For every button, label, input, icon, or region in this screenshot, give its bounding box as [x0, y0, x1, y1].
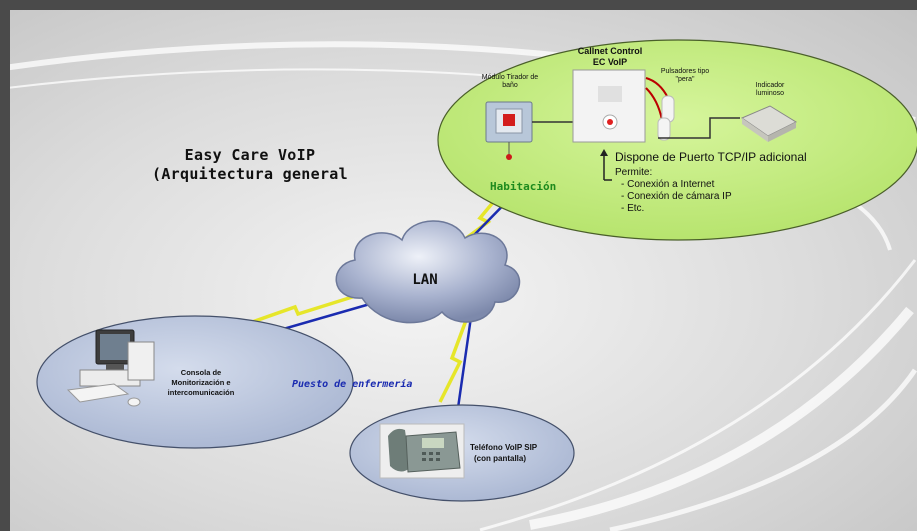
permits-label: Permite:	[615, 167, 653, 178]
diagram-graphics	[10, 39, 917, 531]
wireless-link-phone	[438, 314, 470, 403]
cable-link-phone	[456, 309, 474, 409]
permits-item: - Conexión a Internet	[621, 179, 715, 190]
wireless-link-console	[234, 291, 366, 330]
room-label: Habitación	[490, 180, 557, 193]
pull-module-label-line1: Módulo Tirador de	[481, 74, 539, 81]
title-block: Easy Care VoIP (Arquitectura general	[150, 146, 350, 184]
diagram-slide: Easy Care VoIP (Arquitectura general Cal…	[10, 10, 917, 531]
phone-link	[438, 309, 474, 409]
bathroom-pull-module-icon	[485, 101, 533, 160]
lan-cloud	[335, 220, 521, 324]
indicator-label-line2: luminoso	[755, 90, 784, 97]
pushbuttons-label-line2: "pera"	[675, 76, 695, 83]
phone-label-line2: (con pantalla)	[474, 454, 527, 463]
permits-item: - Conexión de cámara IP	[621, 191, 732, 202]
light-indicator-icon	[740, 105, 798, 142]
tcp-ip-port-text: Dispone de Puerto TCP/IP adicional	[615, 150, 807, 164]
console-label-line1: Consola de	[180, 368, 222, 377]
room-ellipse	[437, 39, 917, 241]
diagram-title-line1: Easy Care VoIP	[184, 146, 316, 164]
indicator-label: Indicador luminoso	[740, 82, 800, 98]
pull-module-label: Módulo Tirador de baño	[472, 74, 548, 90]
callnet-title-line2: EC VoIP	[592, 57, 628, 67]
console-label: Consola de Monitorización e intercomunic…	[146, 368, 256, 398]
permits-block: Permite: - Conexión a Internet - Conexió…	[615, 167, 815, 215]
permits-item: - Etc.	[621, 203, 645, 214]
nurse-station-label: Puesto de enfermería	[292, 379, 413, 390]
lan-label: LAN	[412, 272, 438, 288]
callnet-control-device-icon	[572, 69, 646, 143]
diagram-title-line2: (Arquitectura general	[152, 165, 348, 183]
voip-phone-icon	[379, 423, 465, 479]
callnet-title: Callnet Control EC VoIP	[550, 46, 670, 68]
console-label-line3: intercomunicación	[167, 388, 235, 397]
console-label-line2: Monitorización e	[171, 378, 231, 387]
computer-console-icon	[66, 329, 155, 407]
tcp-ip-arrow-icon	[600, 149, 612, 181]
pear-pushbutton-icon	[645, 77, 675, 141]
pushbuttons-label-line1: Pulsadores tipo	[660, 68, 710, 75]
permits-list: - Conexión a Internet - Conexión de cáma…	[615, 179, 815, 215]
callnet-title-line1: Callnet Control	[577, 46, 643, 56]
indicator-label-line1: Indicador	[755, 82, 785, 89]
phone-label: Teléfono VoIP SIP (con pantalla)	[470, 442, 566, 464]
phone-label-line1: Teléfono VoIP SIP	[470, 443, 538, 452]
pushbuttons-label: Pulsadores tipo "pera"	[650, 68, 720, 84]
pull-module-label-line2: baño	[502, 82, 518, 89]
